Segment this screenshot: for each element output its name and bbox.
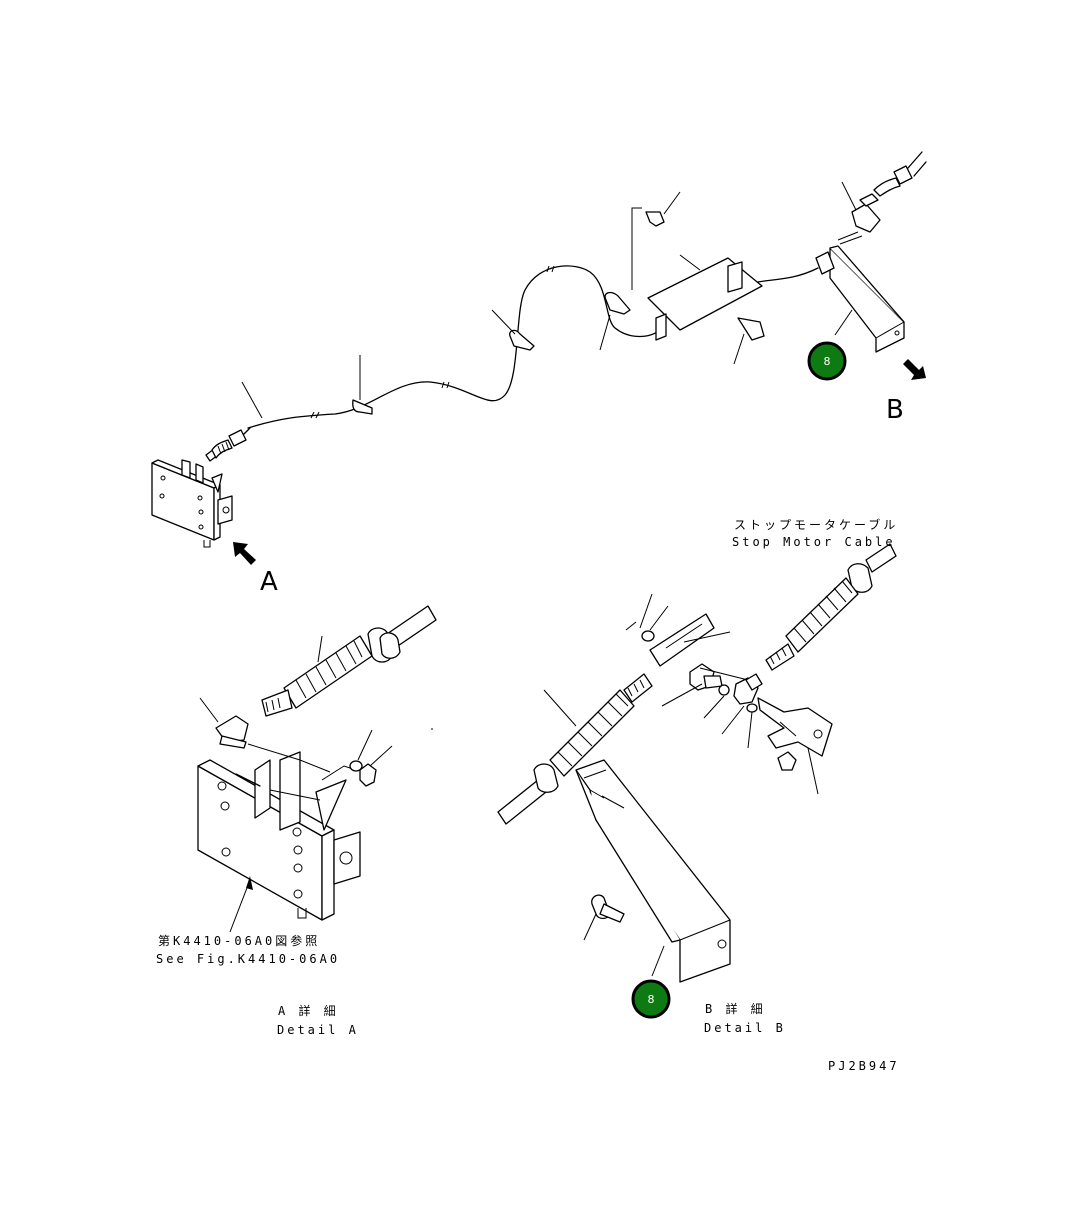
view-a-letter: A [260,567,278,597]
detail-b-bellows-upper [785,577,859,653]
stop-motor-cable-route [247,265,661,429]
detail-b-bracket [575,759,731,983]
detail-a-title-en: Detail A [277,1023,359,1037]
fig-ref-en: See Fig.K4410-06A0 [156,952,340,966]
bracket-b-small [815,245,905,353]
cable-end-b-small [837,151,927,245]
stop-cable-label-jp: ストップモータケーブル [734,517,898,532]
svg-text:8: 8 [824,355,831,368]
detail-b-lever [649,613,731,667]
detail-b-title-jp: B 詳 細 [705,1001,766,1016]
detail-a-title-jp: A 詳 細 [278,1003,339,1018]
detail-b-link [661,663,763,749]
detail-a-washer-nut [349,729,393,787]
part-badge-1: 8 [807,341,847,381]
cable-clamp-3 [599,291,631,351]
view-a-arrow [233,542,256,565]
detail-b-clip-bracket [757,697,833,795]
detail-b-bellows-lower [549,689,635,777]
cable-clamp-2 [491,309,535,351]
detail-a-assembly [197,605,437,933]
bracket-a-small [151,459,233,548]
detail-b-title-en: Detail B [704,1021,786,1035]
detail-a-bellows-boot [283,635,373,709]
mounting-plate [631,191,765,365]
fig-ref-jp: 第K4410-06A0図参照 [158,933,320,948]
detail-b-bolt [583,894,625,941]
stop-cable-label-en: Stop Motor Cable [732,535,896,549]
cable-end-a-small [205,427,251,462]
part-badge-2: 8 [631,979,671,1019]
drawing-code: PJ2B947 [828,1059,900,1073]
detail-b-cable-upper [865,543,897,573]
detail-a-bracket [197,743,361,921]
overview-assembly: A [151,151,927,597]
detail-b-assembly [497,543,897,983]
detail-a-clevis-pin [199,697,249,749]
view-b-arrow [903,359,926,380]
cable-clamp-1 [352,355,373,415]
view-b-letter: B [886,395,904,425]
svg-text:8: 8 [648,993,655,1006]
